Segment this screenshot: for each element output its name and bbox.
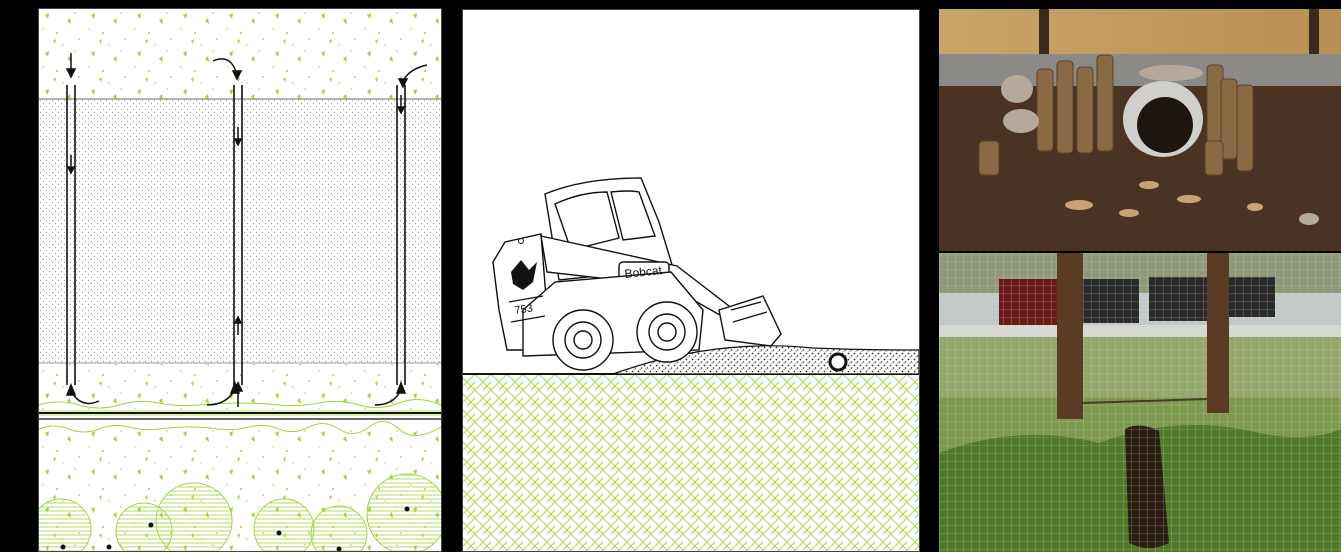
tunnel-entrance-photo [939, 9, 1341, 251]
fenced-burrow-photo [939, 253, 1341, 552]
tunnel-photo-svg [939, 9, 1341, 251]
concrete-edge [939, 54, 1341, 86]
topsoil-layer [39, 9, 441, 99]
drainage-section-svg [39, 9, 441, 551]
burrow-photo-svg [939, 253, 1341, 552]
drain-pipe-section [830, 354, 846, 370]
wire-mesh [939, 253, 1341, 552]
model-number: 753 [514, 303, 534, 317]
fence-post-right [1207, 253, 1229, 413]
drainage-section-diagram [38, 8, 442, 552]
skid-steer-diagram: Bobcat 753 [462, 9, 920, 552]
fence-post-left [1057, 253, 1083, 419]
skid-steer-svg: Bobcat 753 [463, 10, 919, 551]
ground-fill [463, 374, 919, 551]
